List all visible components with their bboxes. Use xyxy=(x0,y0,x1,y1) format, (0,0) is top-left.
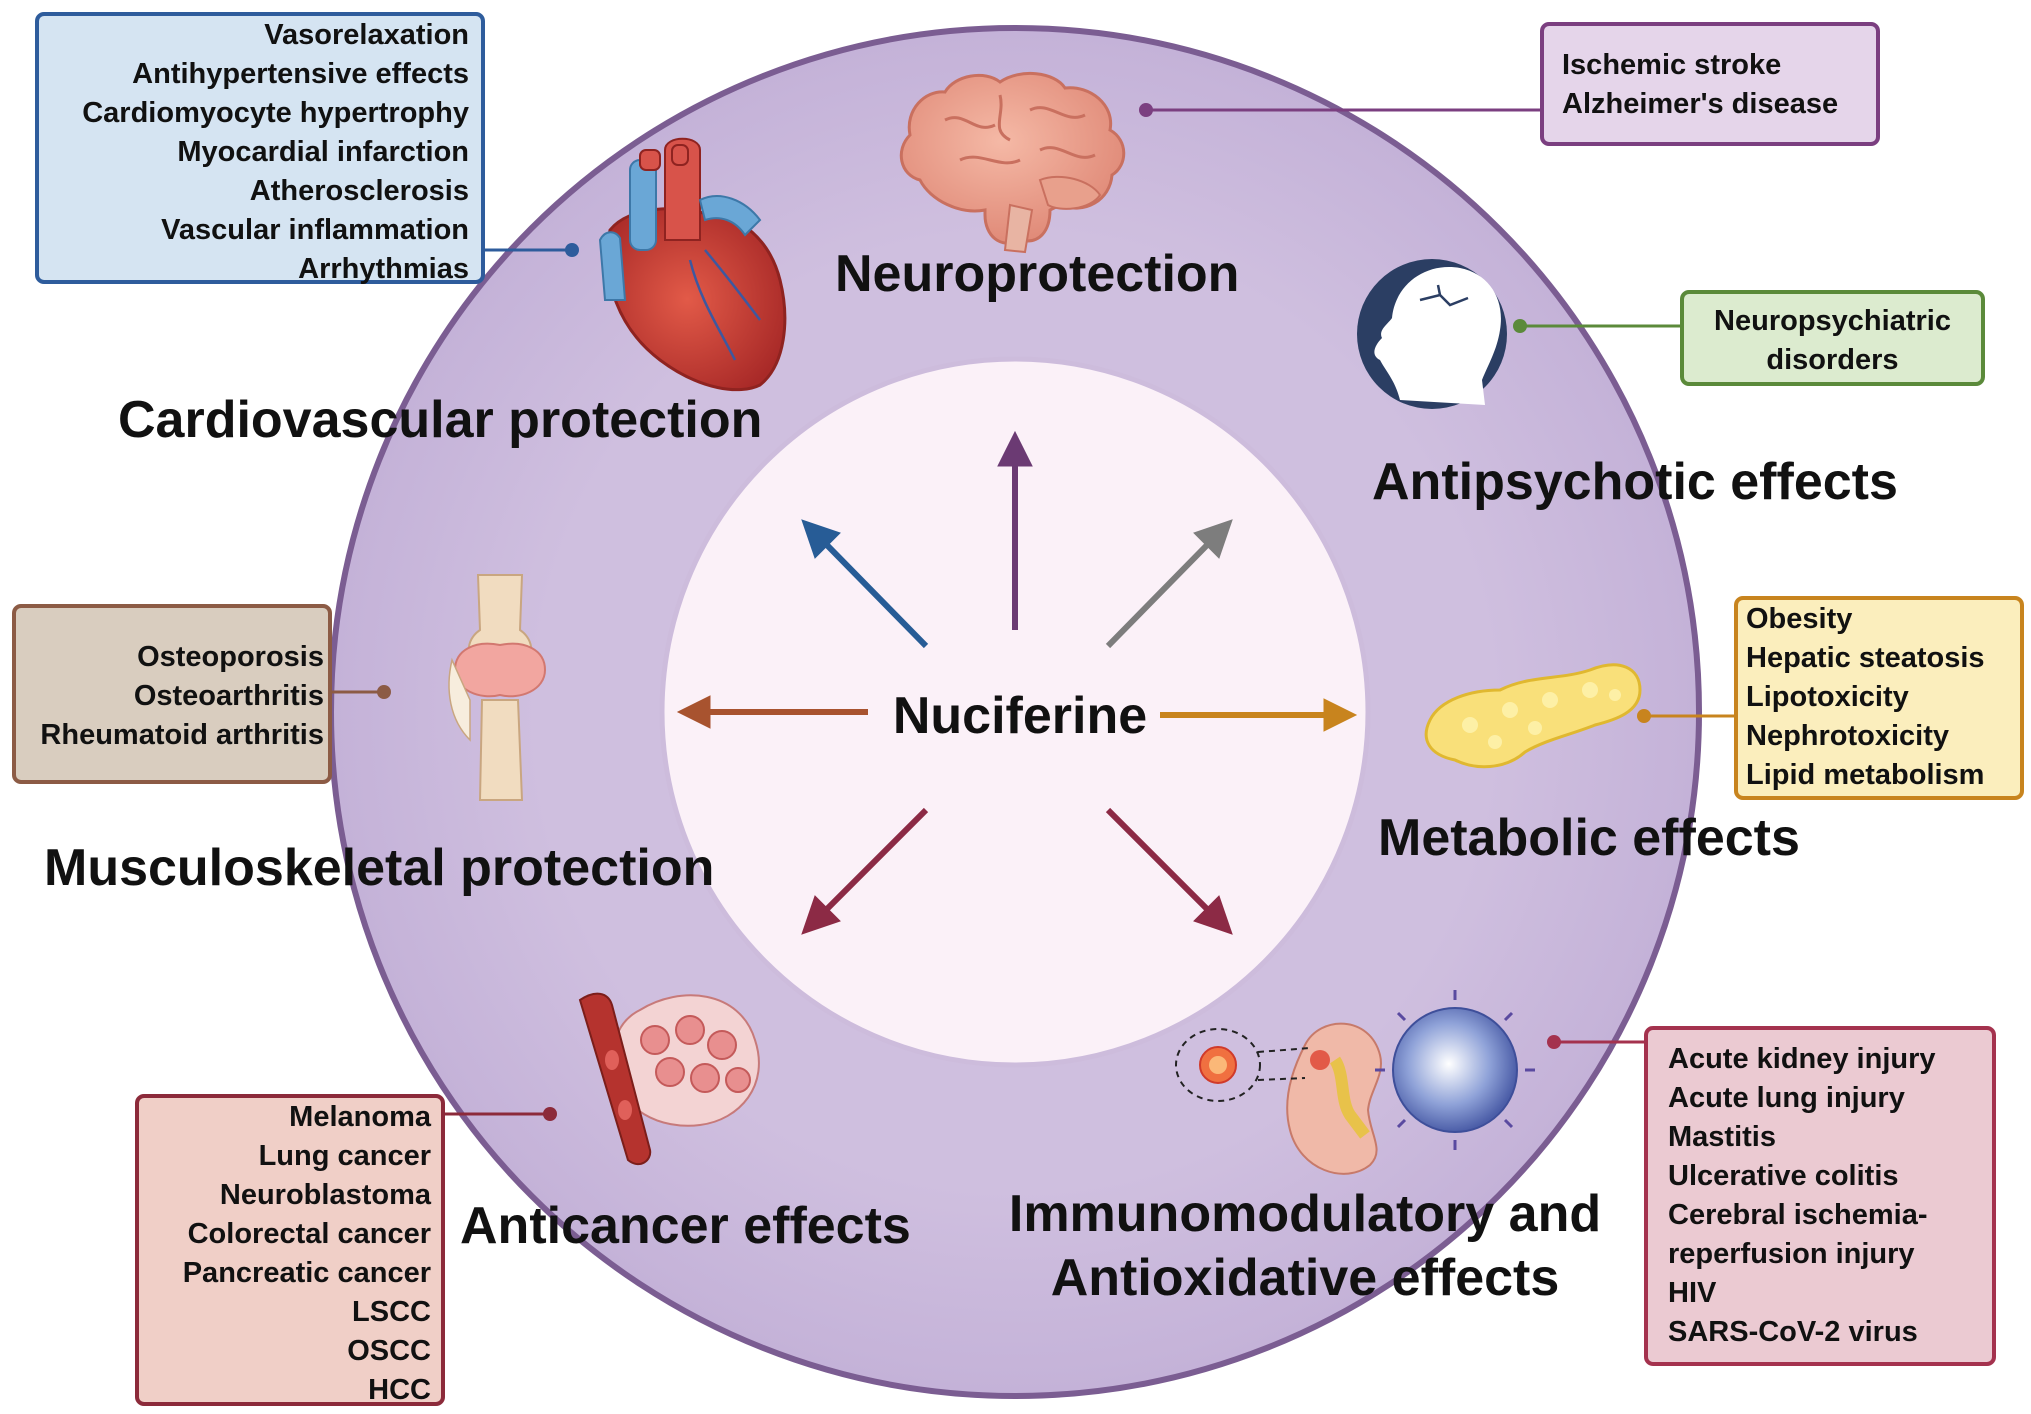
box-antipsychotic: Neuropsychiatric disorders xyxy=(1680,290,1985,386)
arrow-down-left xyxy=(801,807,929,935)
title-neuroprotection: Neuroprotection xyxy=(835,245,1240,303)
connector-anticancer xyxy=(442,1107,557,1121)
connector-metabolic xyxy=(1637,709,1734,723)
connector-musculo xyxy=(330,685,391,699)
box-immunomodulatory: Acute kidney injury Acute lung injury Ma… xyxy=(1644,1026,1996,1366)
inner-circle xyxy=(659,356,1371,1068)
list-item: Neuroblastoma xyxy=(219,1179,431,1211)
list-item: Arrhythmias xyxy=(298,253,469,285)
list-item: Lipotoxicity xyxy=(1746,681,1909,713)
virus-icon xyxy=(1375,990,1535,1150)
kidney-icon xyxy=(1175,1022,1382,1175)
title-anticancer: Anticancer effects xyxy=(460,1197,911,1255)
box-cardiovascular: Vasorelaxation Antihypertensive effects … xyxy=(35,12,485,285)
list-item: Antihypertensive effects xyxy=(132,58,469,90)
list-item: Colorectal cancer xyxy=(187,1218,431,1250)
connector-cardio xyxy=(480,243,579,257)
list-item: Pancreatic cancer xyxy=(182,1257,431,1289)
tumor-icon xyxy=(578,992,760,1166)
title-cardiovascular: Cardiovascular protection xyxy=(118,391,763,449)
title-musculoskeletal: Musculoskeletal protection xyxy=(44,839,715,897)
list-item: Myocardial infarction xyxy=(177,136,469,168)
list-item: Cardiomyocyte hypertrophy xyxy=(82,97,469,129)
list-item: Mastitis xyxy=(1668,1121,1776,1153)
list-item: Rheumatoid arthritis xyxy=(40,719,324,751)
title-immunomodulatory-line-1: Immunomodulatory and xyxy=(1008,1185,1602,1243)
list-item: Acute lung injury xyxy=(1668,1082,1905,1114)
connector-neuro xyxy=(1139,103,1540,117)
list-item: Alzheimer's disease xyxy=(1562,88,1839,120)
arrow-up xyxy=(997,430,1033,630)
list-item: Cerebral ischemia- xyxy=(1668,1199,1928,1231)
arrow-right xyxy=(1160,698,1358,732)
list-item: Hepatic steatosis xyxy=(1746,642,1985,674)
list-item: Ulcerative colitis xyxy=(1668,1160,1899,1192)
connector-antipsychotic xyxy=(1513,319,1680,333)
list-item: Osteoarthritis xyxy=(133,680,324,712)
title-antipsychotic: Antipsychotic effects xyxy=(1372,453,1898,511)
arrow-up-right xyxy=(1105,519,1233,649)
list-item: SARS-CoV-2 virus xyxy=(1668,1316,1918,1348)
brain-icon xyxy=(899,71,1126,254)
list-item: Obesity xyxy=(1746,603,1853,635)
list-item: disorders xyxy=(1766,344,1899,376)
box-musculoskeletal: Osteoporosis Osteoarthritis Rheumatoid a… xyxy=(12,604,332,784)
list-item: Osteoporosis xyxy=(137,641,324,673)
box-metabolic: Obesity Hepatic steatosis Lipotoxicity N… xyxy=(1734,596,2024,800)
list-item: reperfusion injury xyxy=(1668,1238,1915,1270)
list-item: HIV xyxy=(1668,1277,1717,1309)
fat-tissue-icon xyxy=(1424,663,1642,769)
list-item: Vascular inflammation xyxy=(161,214,469,246)
title-metabolic: Metabolic effects xyxy=(1378,809,1800,867)
arrow-down-right xyxy=(1105,807,1233,935)
title-immunomodulatory: Immunomodulatory and Antioxidative effec… xyxy=(985,1182,1625,1310)
list-item: OSCC xyxy=(347,1335,431,1367)
knee-joint-icon xyxy=(448,574,547,801)
list-item: Lung cancer xyxy=(258,1140,431,1172)
list-item: LSCC xyxy=(352,1296,431,1328)
list-item: Ischemic stroke xyxy=(1562,49,1782,81)
head-icon xyxy=(1357,259,1507,409)
center-label: Nuciferine xyxy=(892,687,1148,745)
list-item: Neuropsychiatric xyxy=(1714,305,1951,337)
arrow-left xyxy=(676,695,868,729)
connector-immuno xyxy=(1547,1035,1646,1049)
list-item: Atherosclerosis xyxy=(249,175,469,207)
list-item: Vasorelaxation xyxy=(264,19,469,51)
heart-icon xyxy=(598,137,787,392)
arrow-up-left xyxy=(801,519,929,649)
list-item: HCC xyxy=(368,1374,431,1406)
list-item: Acute kidney injury xyxy=(1668,1043,1936,1075)
list-item: Nephrotoxicity xyxy=(1746,720,1950,752)
title-immunomodulatory-line-2: Antioxidative effects xyxy=(1050,1249,1560,1307)
box-anticancer: Melanoma Lung cancer Neuroblastoma Color… xyxy=(135,1094,445,1406)
box-neuroprotection: Ischemic stroke Alzheimer's disease xyxy=(1540,22,1880,146)
list-item: Lipid metabolism xyxy=(1746,759,1985,791)
list-item: Melanoma xyxy=(289,1101,431,1133)
